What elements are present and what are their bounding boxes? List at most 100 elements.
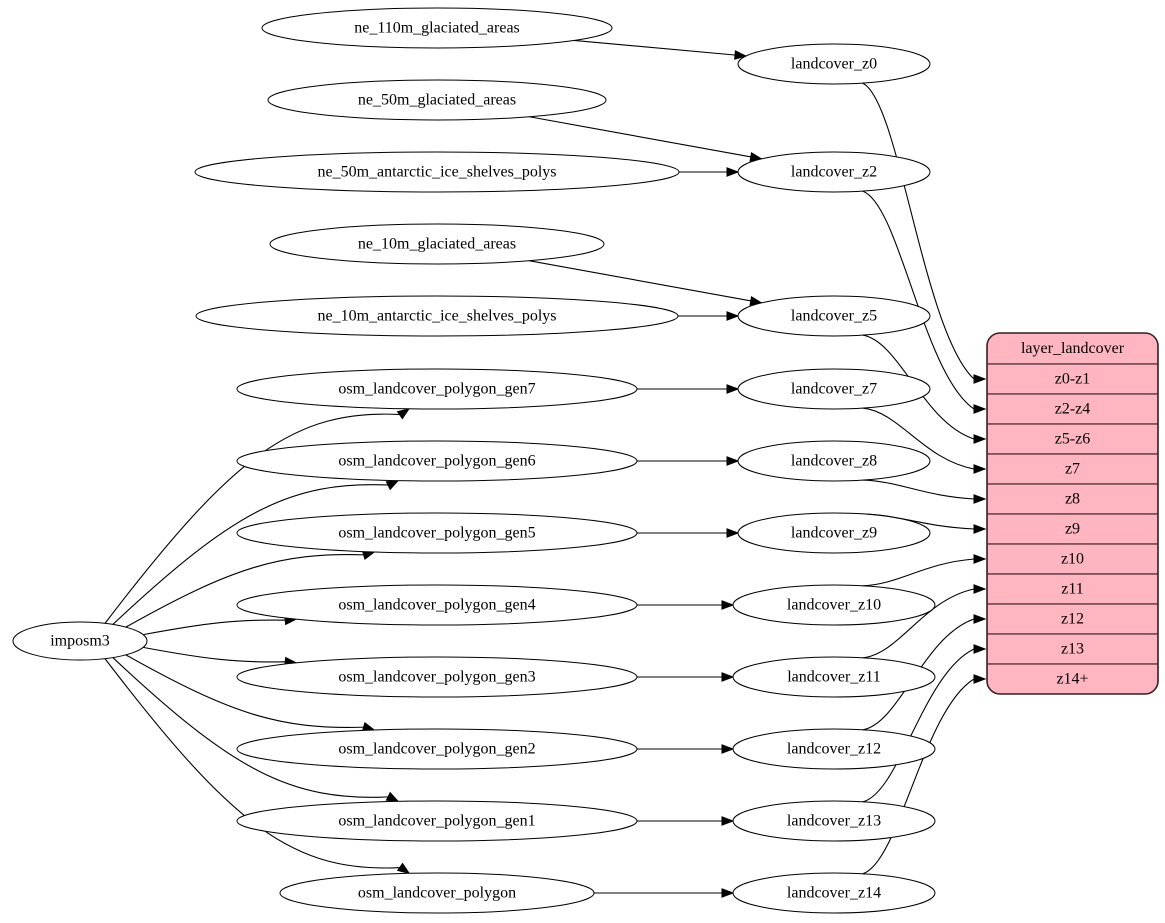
edge-ne_110m_glaciated_areas--landcover_z0	[574, 39, 737, 56]
node-shape	[737, 512, 931, 554]
node-shape	[737, 295, 931, 337]
table-row-z0-z1[interactable]	[987, 363, 1158, 395]
edge-landcover_z7--z7	[862, 407, 975, 470]
edge-imposm3--osm_landcover_polygon_gen6	[112, 484, 390, 625]
table-row-z7[interactable]	[987, 453, 1158, 485]
table-row-z5-z6[interactable]	[987, 423, 1158, 455]
node-shape	[12, 621, 148, 661]
node-shape	[732, 872, 936, 914]
node-shape	[737, 43, 931, 85]
edge-arrowhead	[721, 672, 735, 682]
node-shape	[195, 295, 679, 337]
node-landcover_z9[interactable]: landcover_z9	[737, 512, 931, 554]
layer-landcover-table: layer_landcoverz0-z1z2-z4z5-z6z7z8z9z10z…	[986, 332, 1159, 695]
edge-arrowhead	[973, 434, 987, 444]
edge-arrowhead	[973, 494, 987, 504]
edge-arrowhead	[721, 600, 735, 610]
edge-arrowhead	[721, 816, 735, 826]
table-row-z12[interactable]	[987, 603, 1158, 635]
table-body: layer_landcoverz0-z1z2-z4z5-z6z7z8z9z10z…	[987, 333, 1158, 694]
edge-arrowhead	[973, 374, 987, 384]
node-osm_landcover_polygon[interactable]: osm_landcover_polygon	[279, 872, 595, 914]
node-landcover_z12[interactable]: landcover_z12	[732, 728, 936, 770]
node-shape	[236, 584, 638, 626]
table-row-z14+[interactable]	[987, 663, 1158, 694]
nodes-layer: imposm3 ne_110m_glaciated_areas ne_50m_gla…	[12, 7, 936, 914]
edge-arrowhead	[734, 50, 748, 60]
node-shape	[261, 7, 613, 49]
edge-arrowhead	[973, 554, 987, 564]
node-landcover_z13[interactable]: landcover_z13	[732, 800, 936, 842]
edge-arrowhead	[973, 524, 987, 534]
edge-landcover_z11--z11	[862, 588, 975, 659]
node-shape	[732, 656, 936, 698]
node-landcover_z5[interactable]: landcover_z5	[737, 295, 931, 337]
edge-arrowhead	[726, 456, 740, 466]
node-landcover_z11[interactable]: landcover_z11	[732, 656, 936, 698]
node-landcover_z14[interactable]: landcover_z14	[732, 872, 936, 914]
edge-arrowhead	[726, 528, 740, 538]
edge-imposm3--osm_landcover_polygon_gen3	[143, 646, 287, 663]
edge-imposm3--osm_landcover_polygon_gen2	[125, 654, 365, 728]
node-osm_landcover_polygon_gen7[interactable]: osm_landcover_polygon_gen7	[236, 368, 638, 410]
node-shape	[236, 656, 638, 698]
edge-arrowhead	[385, 479, 400, 491]
node-ne_110m_glaciated_areas[interactable]: ne_110m_glaciated_areas	[261, 7, 613, 49]
table-header-cell	[987, 333, 1158, 365]
edge-landcover_z8--z8	[862, 479, 975, 500]
edge-imposm3--osm_landcover_polygon_gen5	[125, 554, 365, 628]
node-shape	[236, 728, 638, 770]
edge-arrowhead	[396, 407, 411, 420]
edge-landcover_z10--z10	[862, 558, 975, 587]
edge-arrowhead	[726, 311, 740, 321]
node-imposm3[interactable]: imposm3	[12, 621, 148, 661]
edge-arrowhead	[973, 614, 987, 624]
edge-landcover_z14--z14+	[862, 678, 975, 875]
edge-imposm3--osm_landcover_polygon_gen1	[112, 657, 390, 798]
node-osm_landcover_polygon_gen5[interactable]: osm_landcover_polygon_gen5	[236, 512, 638, 554]
node-shape	[194, 151, 680, 193]
node-landcover_z0[interactable]: landcover_z0	[737, 43, 931, 85]
edge-imposm3--osm_landcover_polygon_gen4	[143, 619, 287, 636]
edge-ne_10m_glaciated_areas--landcover_z5	[528, 260, 752, 302]
table-row-z13[interactable]	[987, 633, 1158, 665]
edge-landcover_z2--z2-z4	[862, 190, 975, 410]
edge-arrowhead	[385, 791, 400, 803]
node-landcover_z7[interactable]: landcover_z7	[737, 368, 931, 410]
node-landcover_z8[interactable]: landcover_z8	[737, 440, 931, 482]
table-row-z8[interactable]	[987, 483, 1158, 515]
table-row-z2-z4[interactable]	[987, 393, 1158, 425]
edge-arrowhead	[726, 384, 740, 394]
edge-arrowhead	[721, 744, 735, 754]
node-osm_landcover_polygon_gen2[interactable]: osm_landcover_polygon_gen2	[236, 728, 638, 770]
table-row-z9[interactable]	[987, 513, 1158, 545]
node-shape	[236, 440, 638, 482]
node-shape	[279, 872, 595, 914]
node-shape	[732, 584, 936, 626]
node-shape	[267, 79, 607, 121]
node-osm_landcover_polygon_gen6[interactable]: osm_landcover_polygon_gen6	[236, 440, 638, 482]
edge-arrowhead	[726, 167, 740, 177]
table-row-z11[interactable]	[987, 573, 1158, 605]
node-osm_landcover_polygon_gen3[interactable]: osm_landcover_polygon_gen3	[236, 656, 638, 698]
node-ne_10m_antarctic_ice_shelves_polys[interactable]: ne_10m_antarctic_ice_shelves_polys	[195, 295, 679, 337]
node-shape	[737, 151, 931, 193]
node-ne_50m_antarctic_ice_shelves_polys[interactable]: ne_50m_antarctic_ice_shelves_polys	[194, 151, 680, 193]
node-shape	[236, 368, 638, 410]
node-shape	[236, 512, 638, 554]
edge-landcover_z13--z13	[862, 648, 975, 803]
table-row-z10[interactable]	[987, 543, 1158, 575]
node-osm_landcover_polygon_gen1[interactable]: osm_landcover_polygon_gen1	[236, 800, 638, 842]
node-shape	[732, 728, 936, 770]
node-shape	[269, 223, 605, 265]
edge-arrowhead	[721, 888, 735, 898]
edge-arrowhead	[973, 644, 987, 654]
edge-landcover_z0--z0-z1	[862, 82, 975, 380]
node-landcover_z2[interactable]: landcover_z2	[737, 151, 931, 193]
node-landcover_z10[interactable]: landcover_z10	[732, 584, 936, 626]
node-shape	[737, 368, 931, 410]
node-ne_50m_glaciated_areas[interactable]: ne_50m_glaciated_areas	[267, 79, 607, 121]
table-outline	[986, 332, 1159, 695]
node-ne_10m_glaciated_areas[interactable]: ne_10m_glaciated_areas	[269, 223, 605, 265]
node-osm_landcover_polygon_gen4[interactable]: osm_landcover_polygon_gen4	[236, 584, 638, 626]
